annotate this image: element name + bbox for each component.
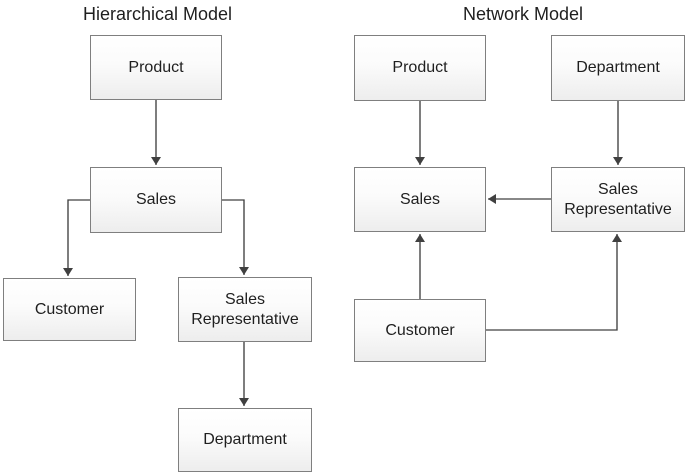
network-node-sales: Sales — [354, 167, 486, 232]
network-node-department: Department — [551, 35, 685, 101]
hierarchical-node-sales: Sales — [90, 167, 222, 233]
network-model-title: Network Model — [462, 4, 584, 24]
edge-network-customer-to-sales-representative — [486, 234, 622, 331]
hierarchical-node-sales-representative: Sales Representative — [178, 277, 312, 342]
edge-hierarchical-sales-to-customer — [63, 199, 90, 276]
edge-hierarchical-sales-to-sales-representative — [222, 199, 249, 275]
hierarchical-model-title: Hierarchical Model — [82, 4, 233, 24]
hierarchical-node-department: Department — [178, 408, 312, 472]
network-node-sales-representative: Sales Representative — [551, 167, 685, 232]
network-node-customer: Customer — [354, 299, 486, 362]
network-node-product: Product — [354, 35, 486, 101]
hierarchical-node-product: Product — [90, 35, 222, 100]
hierarchical-node-customer: Customer — [3, 278, 136, 341]
